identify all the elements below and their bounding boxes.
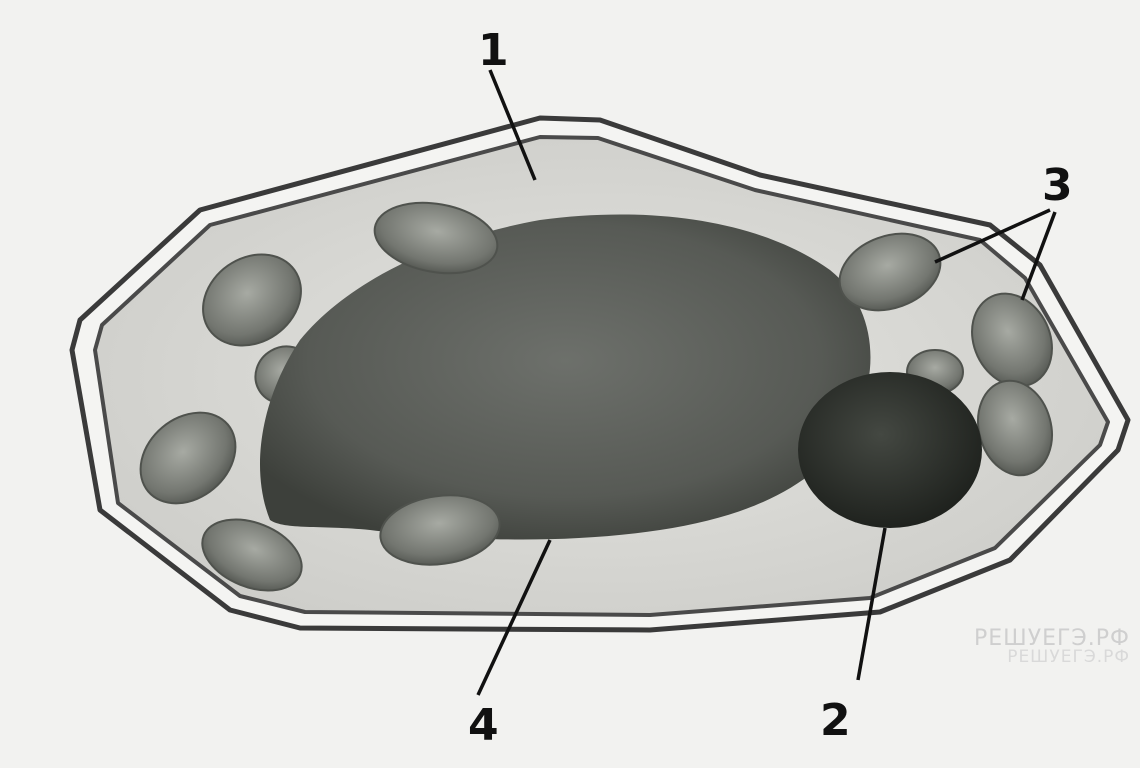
label-3: 3 [1042,160,1073,211]
nucleus [798,372,982,528]
label-4: 4 [468,700,499,751]
label-1: 1 [478,25,509,76]
watermark: РЕШУЕГЭ.РФ РЕШУЕГЭ.РФ [974,628,1130,668]
label-2: 2 [820,695,851,746]
